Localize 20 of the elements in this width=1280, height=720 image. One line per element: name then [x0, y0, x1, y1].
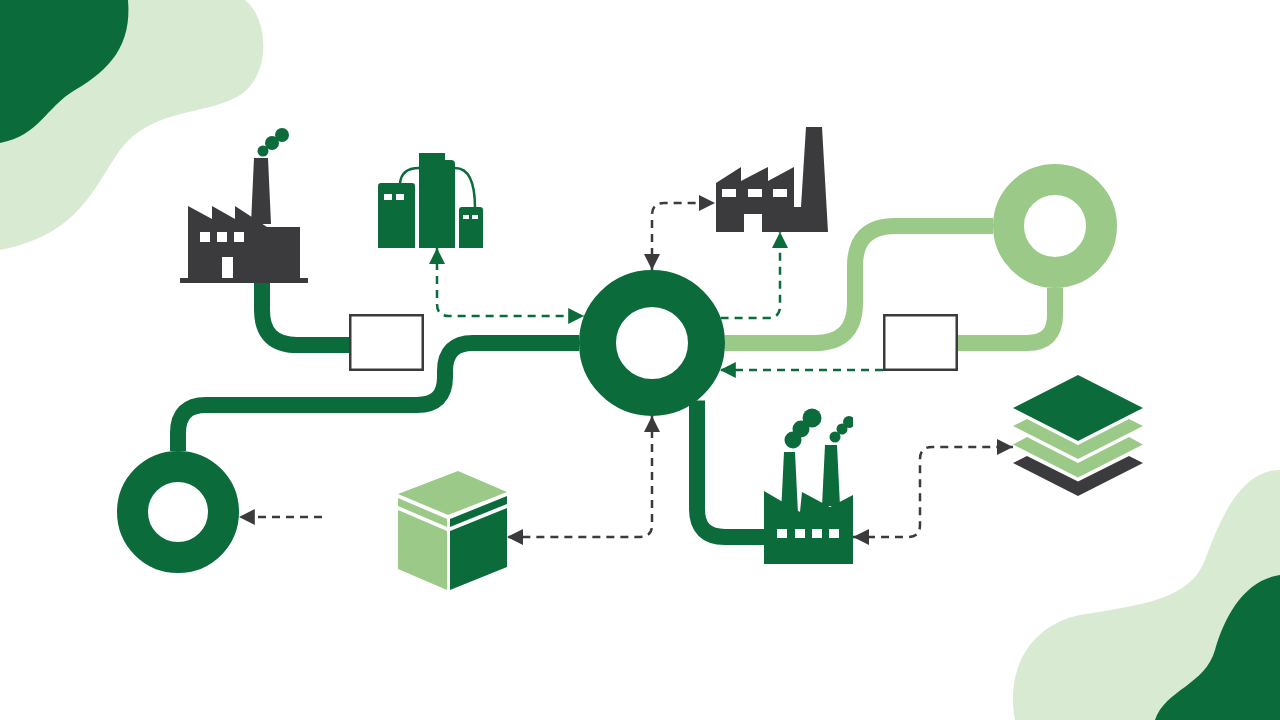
pipe-connector	[170, 335, 579, 451]
ring-node	[579, 270, 725, 416]
factory-icon	[715, 127, 829, 232]
layers-icon	[1013, 375, 1143, 496]
factory-icon	[180, 128, 308, 283]
dashed-arrow	[238, 509, 322, 525]
dashed-arrow	[853, 439, 1013, 545]
dashed-arrow	[644, 195, 715, 270]
dashed-arrow	[507, 416, 660, 545]
ring-node	[117, 451, 239, 573]
dashed-arrow	[719, 362, 883, 378]
process-box	[349, 314, 424, 371]
process-box	[883, 314, 958, 371]
storage-tanks-icon	[377, 153, 484, 248]
ring-node	[993, 164, 1117, 288]
factory-icon	[764, 408, 853, 564]
dashed-arrow	[720, 232, 788, 320]
cube-icon	[398, 471, 507, 590]
pipe-connector	[725, 218, 993, 351]
dashed-arrow	[429, 248, 585, 324]
